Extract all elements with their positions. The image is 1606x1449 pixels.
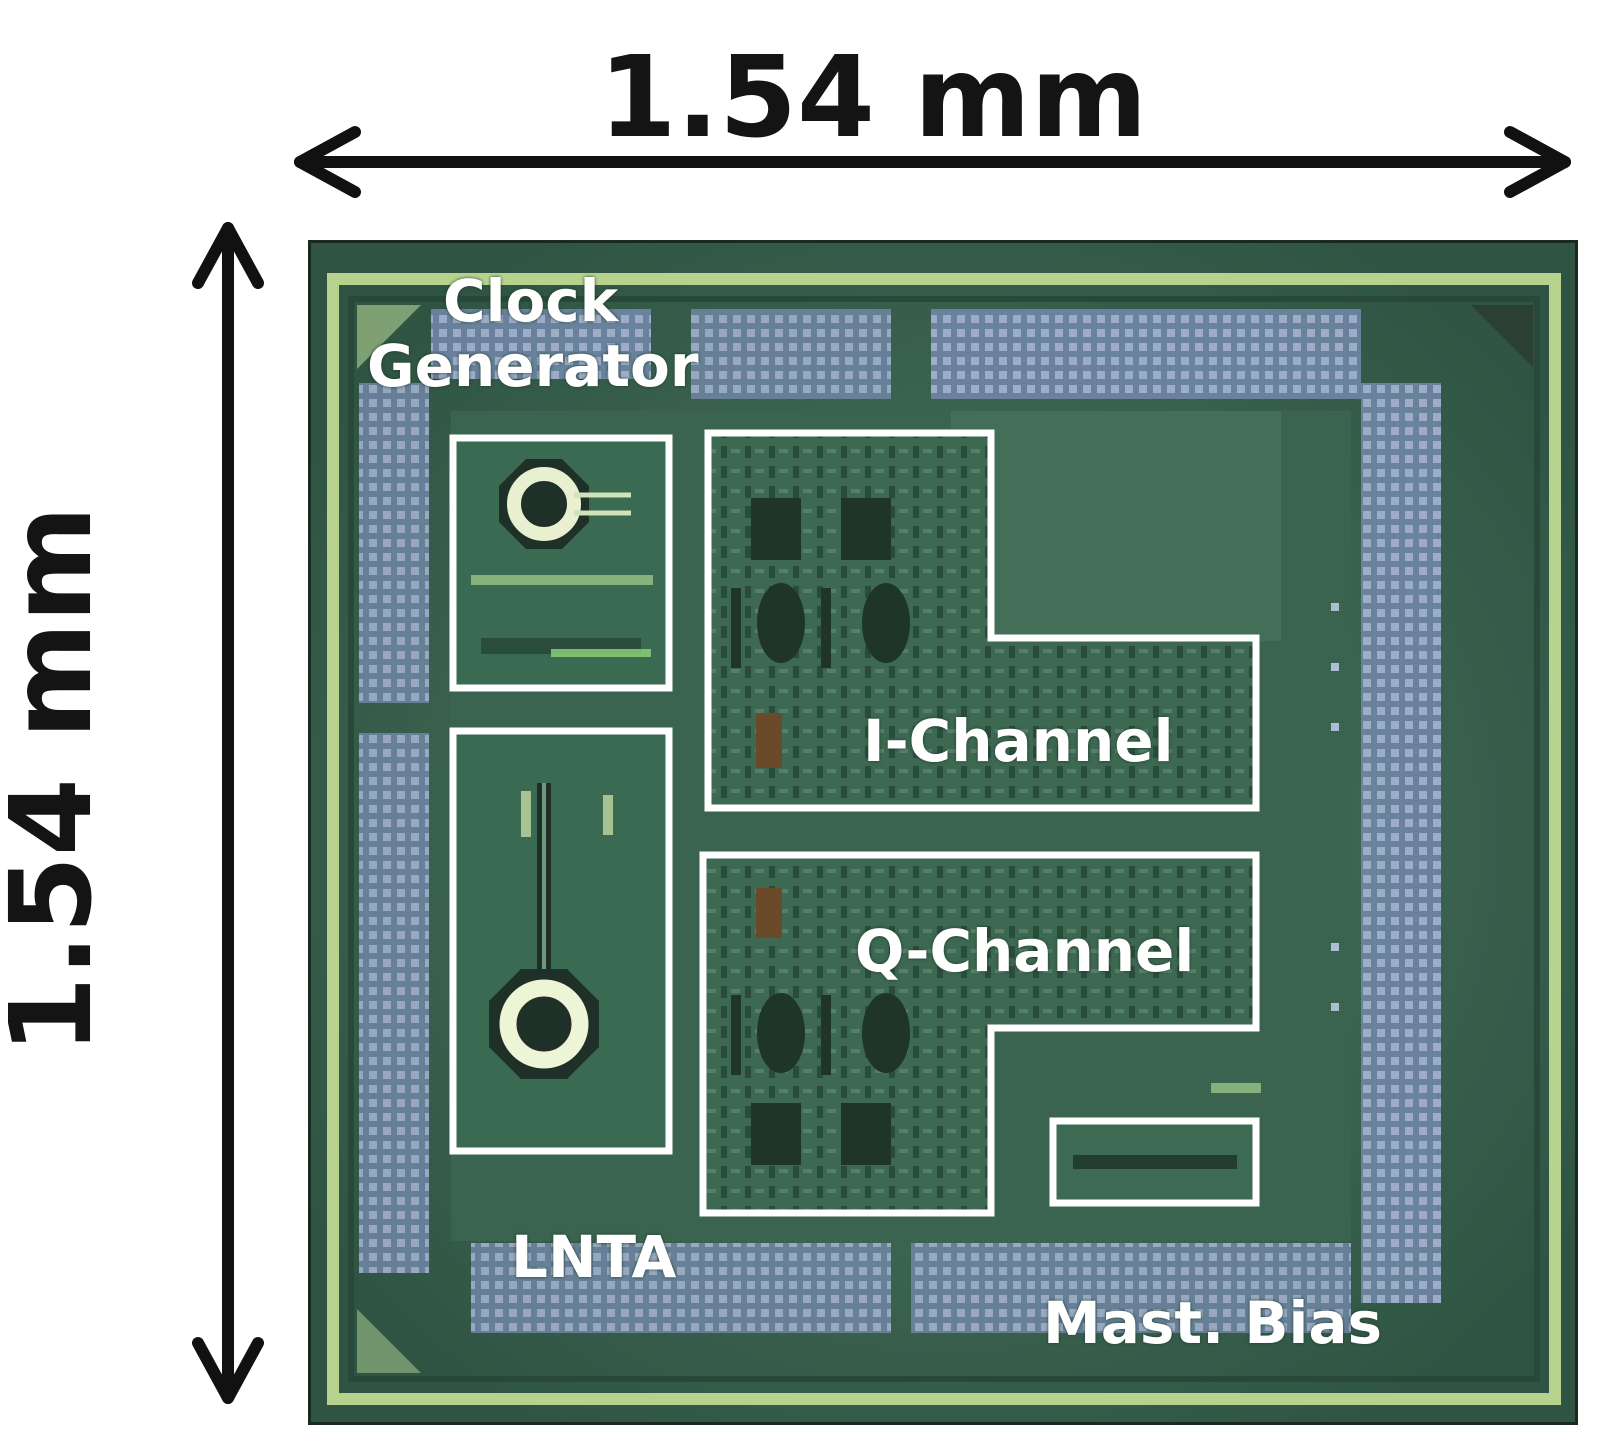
- q-channel-circuits: [731, 888, 910, 1165]
- pad-ring-top-right: [931, 309, 1361, 399]
- pad-ring-left-upper: [359, 383, 429, 703]
- clock-generator-label-line2: Generator: [367, 331, 699, 400]
- i-channel-circuits: [731, 498, 910, 768]
- lnta-outline: [449, 727, 673, 1155]
- width-dimension-label: 1.54 mm: [598, 33, 1148, 163]
- i-channel-label: I-Channel: [863, 707, 1174, 775]
- arrow-head-left: [294, 126, 361, 198]
- pad-ring-top-left: [431, 309, 651, 379]
- master-bias-label: Mast. Bias: [1043, 1289, 1383, 1357]
- arrow-head-right: [1504, 126, 1571, 198]
- lnta-inductor: [489, 969, 599, 1079]
- q-channel-label: Q-Channel: [855, 917, 1195, 985]
- clock-generator-label: Clock Generator: [367, 269, 699, 399]
- pad-ring-right: [1361, 383, 1441, 1303]
- chip-die-photo: Clock Generator I-Channel Q-Channel LNTA…: [308, 240, 1578, 1425]
- lnta-label: LNTA: [511, 1223, 677, 1291]
- arrow-head-bottom: [192, 1337, 264, 1404]
- clock-inductor: [499, 459, 631, 549]
- clock-generator-label-line1: Clock: [443, 267, 619, 335]
- die-micrograph: [311, 243, 1575, 1422]
- pad-ring-bottom-right: [911, 1243, 1351, 1333]
- pad-ring-left-lower: [359, 733, 429, 1273]
- pad-ring-top-mid: [691, 309, 891, 399]
- pad-ring-bottom-left: [471, 1243, 891, 1333]
- guard-ring: [327, 273, 1561, 1405]
- arrow-head-top: [192, 222, 264, 289]
